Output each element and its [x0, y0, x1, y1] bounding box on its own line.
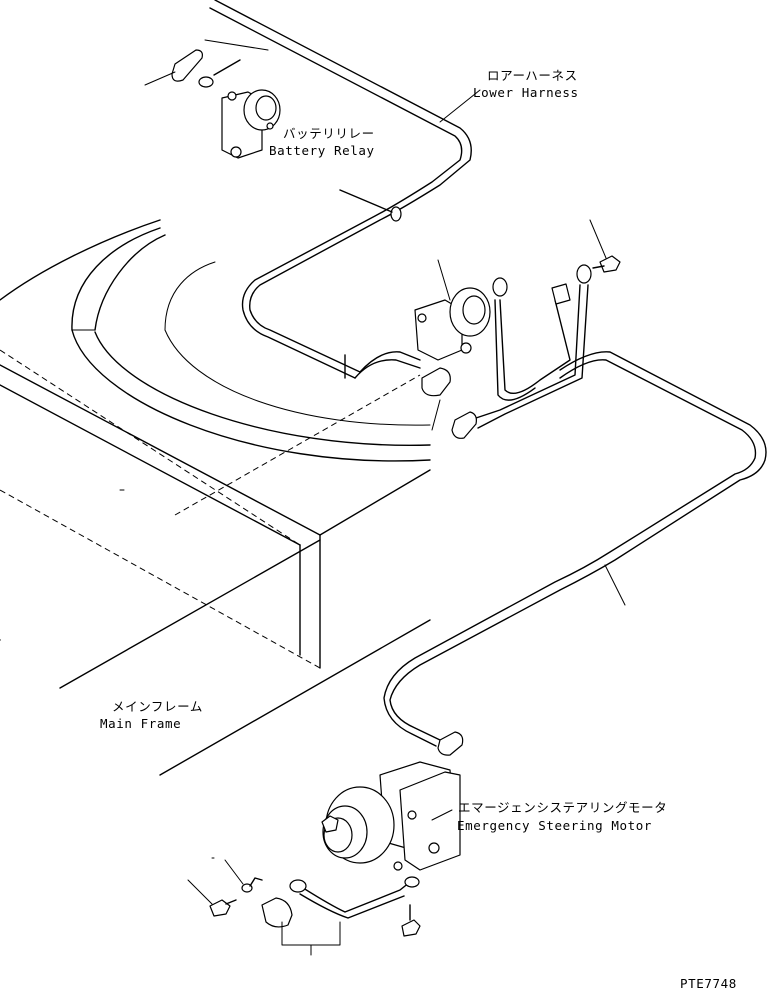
battery-relay-label-en: Battery Relay: [269, 143, 375, 158]
lower-harness: [204, 0, 767, 747]
figure-code: PTE7748: [680, 976, 737, 991]
main-frame-outline: [0, 219, 431, 776]
main-frame-label-en: Main Frame: [100, 716, 182, 731]
lower-harness-label-ja: ロアーハーネス: [487, 68, 578, 83]
battery-relay-label-ja: バッテリリレー: [283, 126, 375, 141]
battery-relay-middle: [119, 219, 621, 516]
emergency-motor-label-ja: エマージェンシステアリングモータ: [458, 800, 668, 815]
emergency-motor-label-en: Emergency Steering Motor: [457, 818, 653, 833]
main-frame-label-ja: メインフレーム: [112, 699, 203, 714]
lower-harness-label-en: Lower Harness: [473, 85, 579, 100]
battery-relay-top: [144, 49, 281, 159]
emergency-steering-motor: [187, 731, 464, 956]
